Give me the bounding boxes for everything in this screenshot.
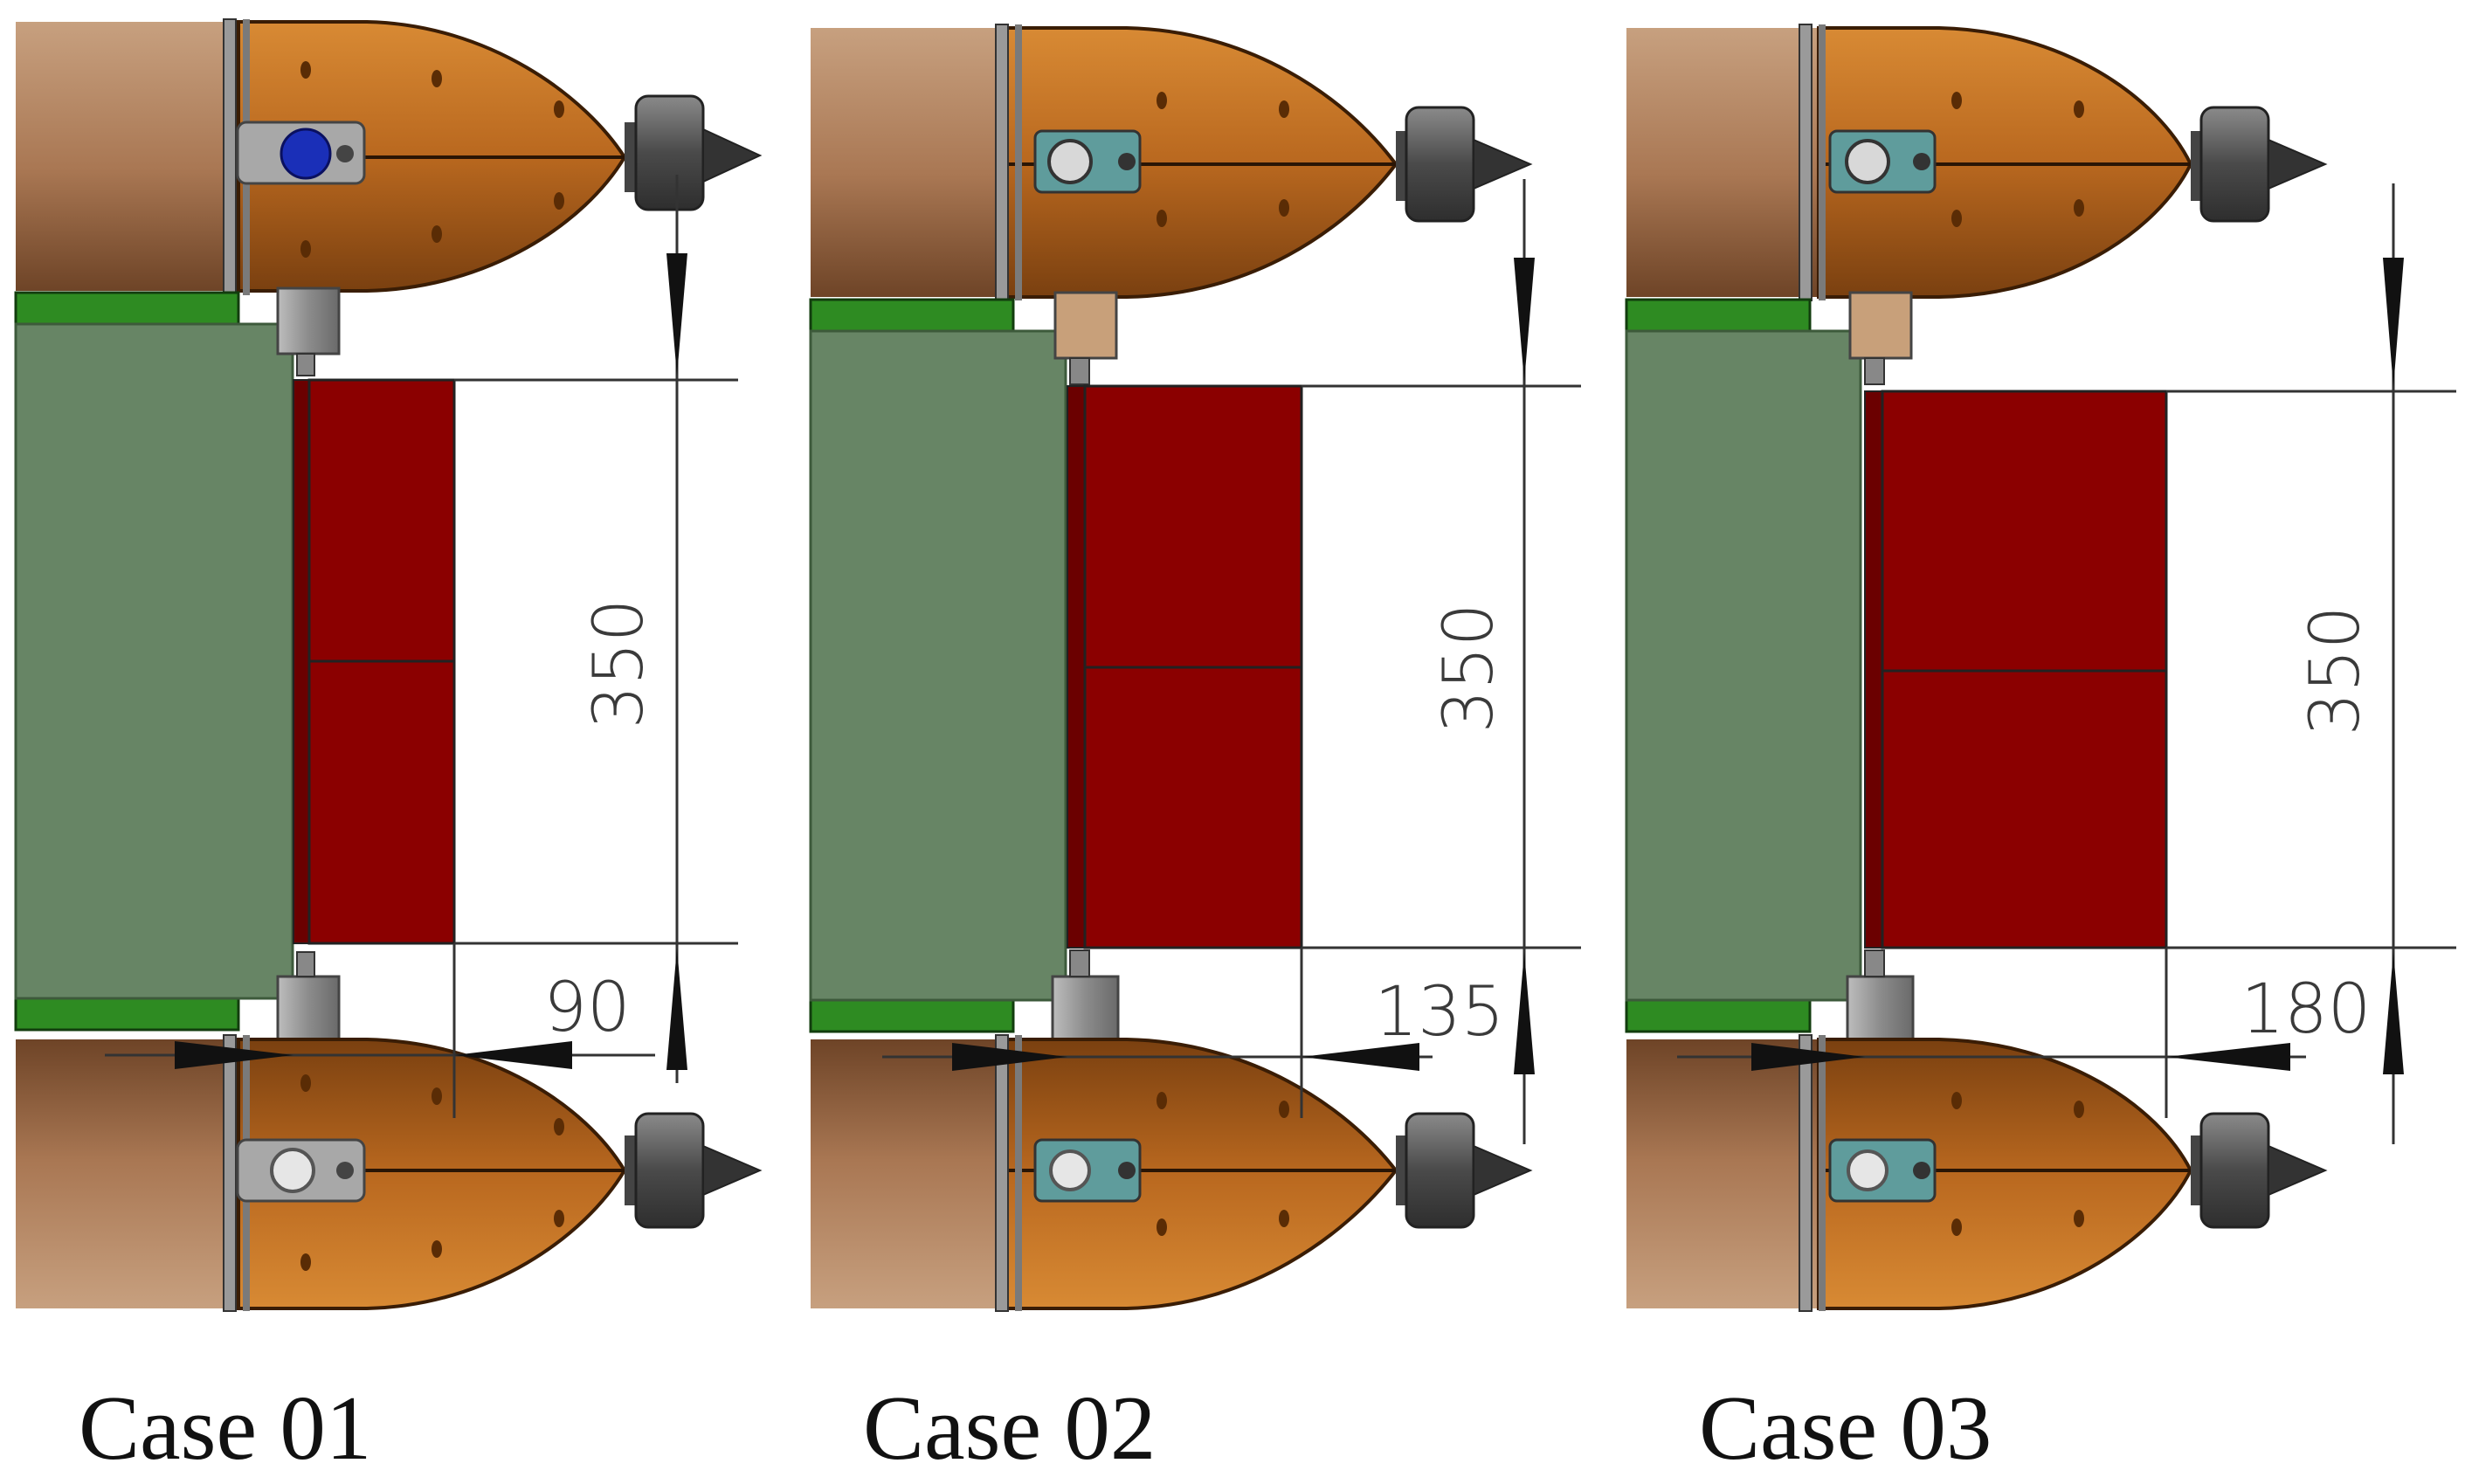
lower-thruster [1396,1112,1533,1229]
upper-hull [811,24,1398,301]
case-02-panel: 350 135 Case 02 [809,24,1581,1479]
flap-upper [1083,384,1303,669]
lower-rail [1625,998,1812,1033]
dimension-lines [882,179,1581,1144]
servo-cap [280,128,332,180]
case-label: Case 02 [863,1377,1156,1479]
case-01-panel: 350 90 Case 01 [14,18,763,1479]
flap-upper [307,378,456,663]
hull-deck [809,329,1067,1002]
width-dimension-label: 90 [543,969,630,1047]
hull-deck [1625,329,1862,1002]
upper-rail [809,298,1015,333]
dimension-lines [105,175,738,1118]
width-dimension-label: 135 [1375,973,1505,1052]
dimension-lines [1677,183,2456,1144]
lower-hull [811,1034,1398,1312]
height-dimension-label: 350 [2296,606,2375,736]
upper-thruster [1396,106,1533,223]
hull-deck [14,322,294,1000]
lower-hinge [1051,975,1120,1044]
upper-rail [14,291,240,326]
lower-thruster [2191,1112,2328,1229]
lower-hinge [1846,975,1915,1044]
upper-hinge [1848,291,1913,360]
upper-hull [16,18,627,296]
case-label: Case 03 [1699,1377,1992,1479]
lower-rail [809,998,1015,1033]
upper-thruster [625,94,763,211]
lower-hull [1626,1034,2193,1312]
flap-upper [1881,390,2168,673]
flap-lower [1881,669,2168,949]
lower-hull [16,1034,627,1312]
lower-thruster [625,1112,763,1229]
case-label: Case 01 [79,1377,371,1479]
lower-hinge [276,975,341,1044]
width-dimension-label: 180 [2241,970,2372,1049]
lower-rail [14,997,240,1032]
flap-lower [307,659,456,945]
upper-hull [1626,24,2193,301]
case-03-panel: 350 180 Case 03 [1625,24,2456,1479]
upper-thruster [2191,106,2328,223]
upper-hinge [1053,291,1118,360]
height-dimension-label: 350 [580,599,659,729]
upper-hinge [276,286,341,355]
upper-rail [1625,298,1812,333]
height-dimension-label: 350 [1430,604,1509,734]
flap-lower [1083,666,1303,949]
